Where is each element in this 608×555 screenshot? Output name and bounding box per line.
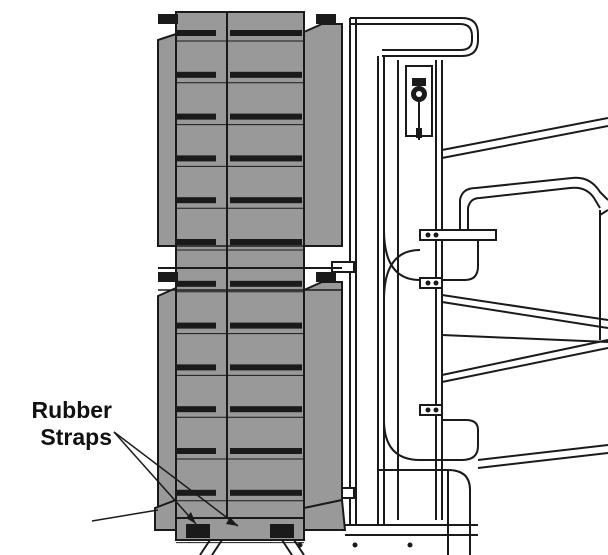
strap-slot-left [176,197,216,204]
strap-slot-right [230,239,302,245]
strap-slot-left [176,322,216,329]
strap-slot-right [230,113,302,120]
strap-slot-left [176,448,216,454]
pointer-line-bottom-left [91,509,159,522]
callout-label-rubber: Rubber [31,397,113,423]
strap-slot-right [230,364,302,371]
strap-slot-right [230,448,302,454]
strap-slot-right [230,322,302,329]
strap-slot-right [230,155,302,162]
bolt-holes [297,232,439,548]
leader-line-left [113,431,197,525]
leader-line-right [113,431,239,527]
strap-slot-left [176,30,216,36]
strap-slot-right [230,71,302,78]
strap-slot-left [176,155,216,162]
strap-slot-left [176,489,216,496]
strap-slot-right [230,30,302,36]
strap-slot-left [176,239,216,245]
strap-slot-left [176,113,216,120]
strap-slot-left [176,406,216,413]
stack-base [154,498,347,555]
latch-mechanism [405,65,433,140]
strap-slot-right [230,197,302,204]
callout-leaders [91,431,239,527]
strap-slot-left [176,364,216,371]
strap-slot-right [230,406,302,413]
mounting-frame [345,17,479,555]
top-clips [158,14,336,282]
strap-slot-left [176,280,216,287]
leader-arrowheads [186,512,238,526]
side-panels [157,23,343,509]
strap-slot-left [176,71,216,78]
background-frame [441,117,608,469]
strap-slot-rows [176,30,304,544]
strap-slot-right [230,489,302,496]
callout-label-straps: Straps [40,424,112,450]
strap-stack-body [175,11,305,519]
strap-slot-right [230,280,302,287]
